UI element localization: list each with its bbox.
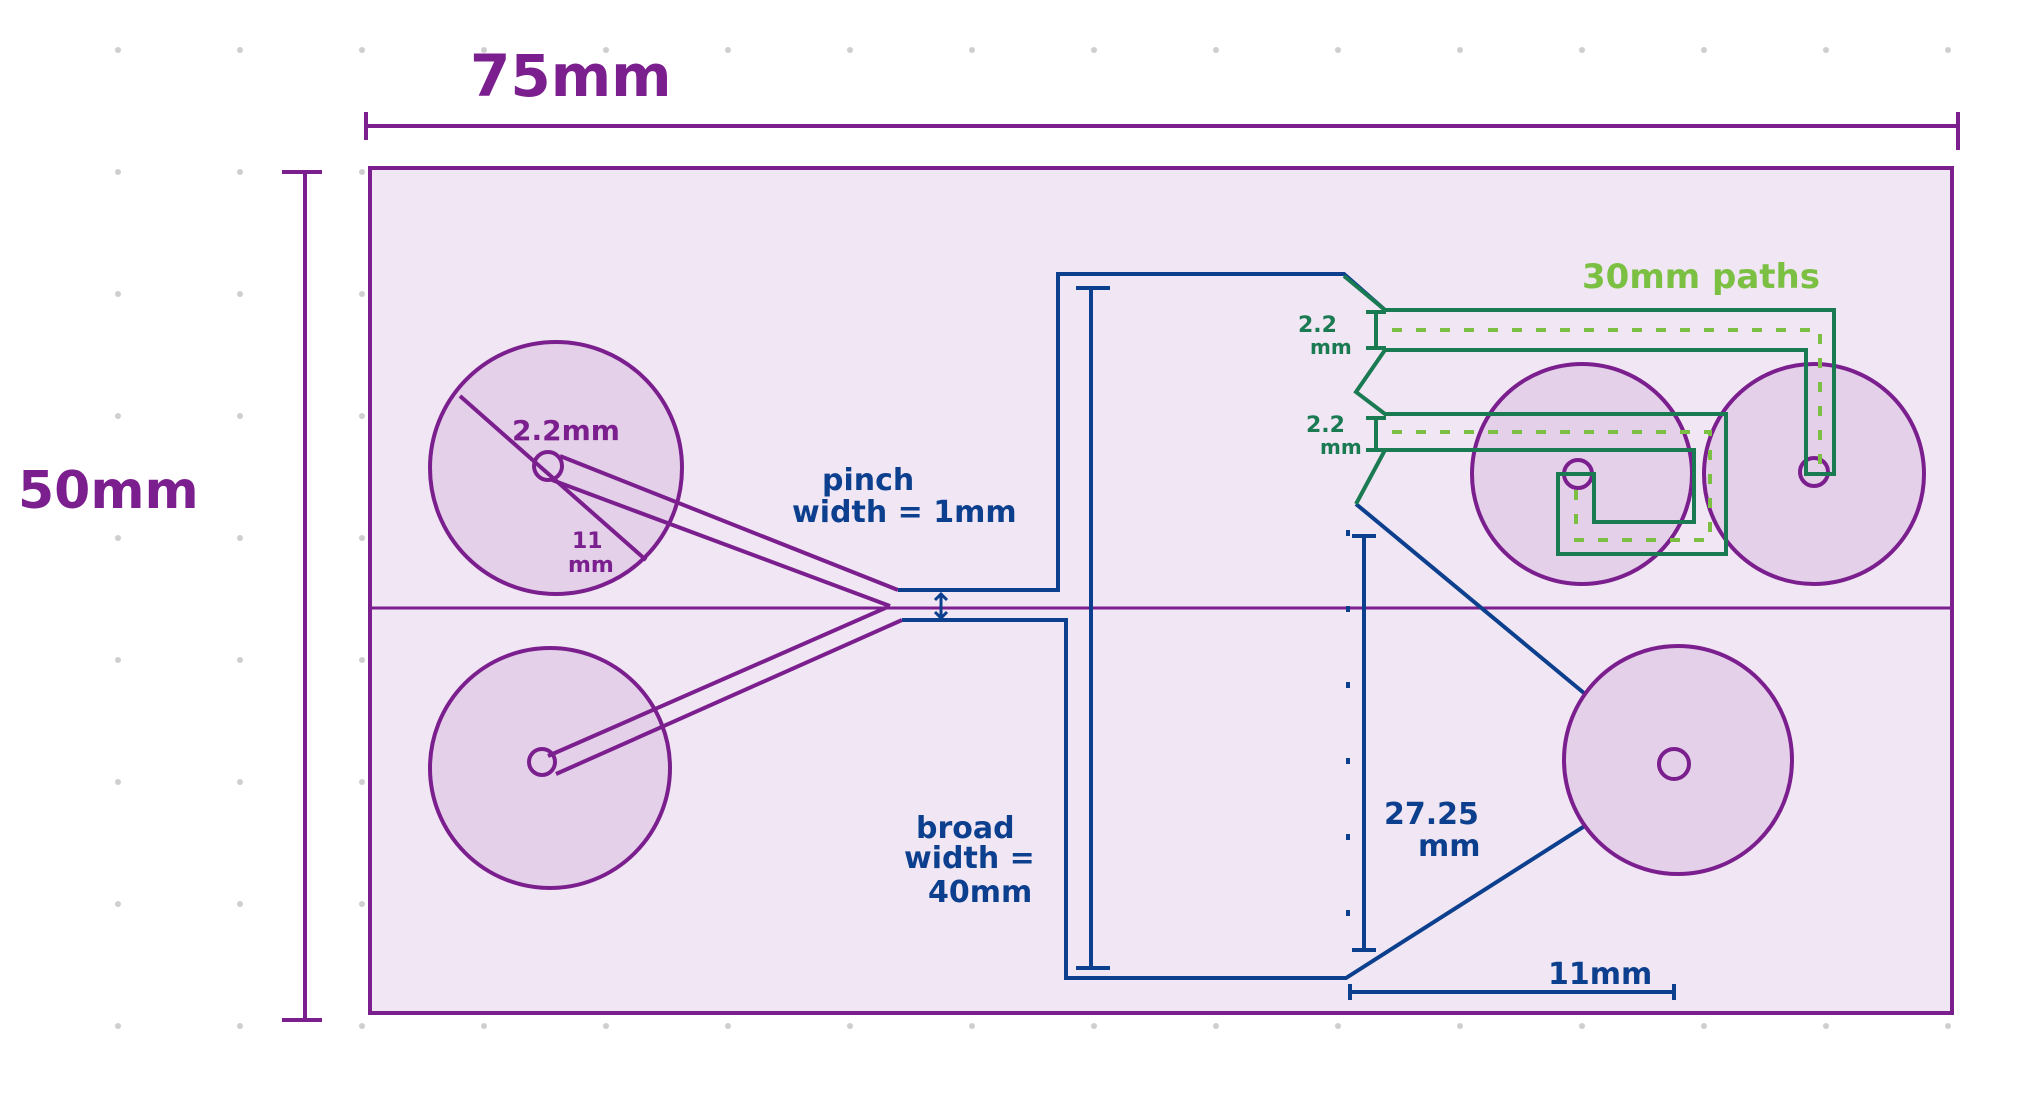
width-dimension-label: 75mm <box>470 42 672 110</box>
grid-dot <box>237 901 243 907</box>
grid-dot <box>481 1023 487 1029</box>
pinch-dimension-arrow-icon <box>933 591 949 621</box>
grid-dot <box>115 779 121 785</box>
grid-dot <box>359 47 365 53</box>
grid-dot <box>1701 47 1707 53</box>
broad-label-line3: 40mm <box>928 875 1032 910</box>
port-diameter-label: 2.2mm <box>512 414 620 447</box>
grid-dot <box>603 47 609 53</box>
grid-dot <box>237 657 243 663</box>
pinch-label-line1: pinch <box>822 463 914 498</box>
grid-dot <box>237 291 243 297</box>
grid-dot <box>1335 47 1341 53</box>
grid-dot <box>481 47 487 53</box>
port-circle-icon <box>1657 747 1691 781</box>
grid-dot <box>115 535 121 541</box>
grid-dot <box>1823 1023 1829 1029</box>
grid-dot <box>1457 47 1463 53</box>
grid-dot <box>1457 1023 1463 1029</box>
grid-dot <box>1823 47 1829 53</box>
well-top-left <box>428 340 684 596</box>
green-paths-dashed <box>1392 328 1822 542</box>
port-circle-icon <box>532 450 564 482</box>
grid-dot <box>237 779 243 785</box>
bottom-dimension-label: 11mm <box>1548 957 1652 992</box>
height-dimension <box>282 170 322 1022</box>
grid-dot <box>115 291 121 297</box>
grid-dot <box>359 657 365 663</box>
grid-dot <box>1335 1023 1341 1029</box>
green-dim1-unit: mm <box>1310 335 1352 359</box>
grid-dot <box>725 1023 731 1029</box>
grid-dot <box>1701 1023 1707 1029</box>
grid-dot <box>237 47 243 53</box>
grid-dot <box>115 169 121 175</box>
length-dimension <box>1346 530 1376 960</box>
grid-dot <box>847 47 853 53</box>
grid-dot <box>1091 1023 1097 1029</box>
grid-dot <box>969 1023 975 1029</box>
paths-label: 30mm paths <box>1582 257 1820 297</box>
grid-dot <box>237 1023 243 1029</box>
grid-dot <box>969 47 975 53</box>
well-diameter-unit: mm <box>568 553 614 578</box>
width-dimension <box>364 112 1960 150</box>
bottom-dimension <box>1348 984 1676 1000</box>
broad-label-line1: broad <box>916 811 1015 846</box>
green-paths <box>1342 274 1836 556</box>
grid-dot <box>1091 47 1097 53</box>
grid-dot <box>1579 1023 1585 1029</box>
well-bottom-right <box>1562 644 1794 876</box>
height-dimension-label: 50mm <box>18 461 199 521</box>
grid-dot <box>725 47 731 53</box>
grid-dot <box>237 413 243 419</box>
inlet-channels <box>547 454 903 776</box>
grid-dot <box>115 413 121 419</box>
grid-dot <box>237 535 243 541</box>
pinch-label-line2: width = 1mm <box>792 495 1017 530</box>
grid-dot <box>359 413 365 419</box>
grid-dot <box>359 779 365 785</box>
green-dimensions <box>1366 310 1386 452</box>
length-unit: mm <box>1418 829 1481 864</box>
length-number: 27.25 <box>1384 797 1479 832</box>
well-bottom-left <box>428 646 672 890</box>
green-dim1-number: 2.2 <box>1298 313 1337 338</box>
grid-dot <box>847 1023 853 1029</box>
well-diameter-number: 11 <box>572 529 603 554</box>
green-dim2-unit: mm <box>1320 435 1362 459</box>
grid-dot <box>115 1023 121 1029</box>
port-circle-icon <box>527 747 557 777</box>
grid-dot <box>1213 1023 1219 1029</box>
grid-dot <box>1579 47 1585 53</box>
grid-dot <box>115 47 121 53</box>
broad-width-dimension <box>1076 286 1110 970</box>
grid-dot <box>359 1023 365 1029</box>
grid-dot <box>237 169 243 175</box>
grid-dot <box>1945 1023 1951 1029</box>
grid-dot <box>359 169 365 175</box>
grid-dot <box>359 535 365 541</box>
grid-dot <box>603 1023 609 1029</box>
green-dim2-number: 2.2 <box>1306 413 1345 438</box>
grid-dot <box>115 901 121 907</box>
grid-dot <box>115 657 121 663</box>
grid-dot <box>1945 47 1951 53</box>
grid-dot <box>359 291 365 297</box>
grid-dot <box>1213 47 1219 53</box>
broad-label-line2: width = <box>904 841 1035 876</box>
grid-dot <box>359 901 365 907</box>
